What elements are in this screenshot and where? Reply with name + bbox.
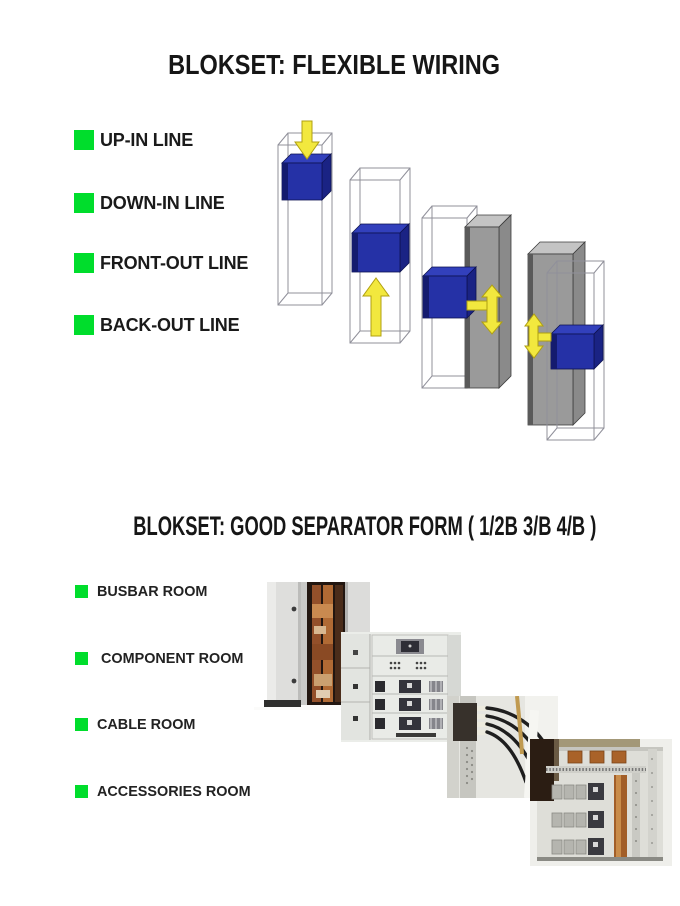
legend-label: COMPONENT ROOM <box>101 649 244 667</box>
legend-item-down-in-line: DOWN-IN LINE <box>74 193 225 213</box>
flexible-wiring-diagram <box>277 120 605 441</box>
legend-label: UP-IN LINE <box>100 129 194 150</box>
green-square-icon <box>75 651 88 665</box>
green-square-icon <box>74 130 94 150</box>
accessories-room-photo <box>530 739 672 866</box>
green-square-icon <box>74 193 94 213</box>
legend-item-up-in-line: UP-IN LINE <box>74 130 193 150</box>
legend-item-cable-room: CABLE ROOM <box>75 715 200 733</box>
green-square-icon <box>75 717 88 731</box>
flexible-wiring-title: BLOKSET: FLEXIBLE WIRING <box>168 49 501 80</box>
good-separator-title: BLOKSET: GOOD SEPARATOR FORM ( 1/2B 3/B … <box>133 511 597 541</box>
up-in-line-cabinet <box>277 120 333 306</box>
legend-label: BUSBAR ROOM <box>97 582 208 600</box>
legend-item-front-out-line: FRONT-OUT LINE <box>74 253 248 273</box>
legend-item-back-out-line: BACK-OUT LINE <box>74 314 240 335</box>
down-in-line-cabinet <box>349 167 411 344</box>
legend-label: ACCESSORIES ROOM <box>97 782 251 800</box>
up-arrow-icon <box>362 277 390 337</box>
cable-room-photo <box>447 696 558 798</box>
blue-cube <box>281 153 332 201</box>
back-out-line-cabinet <box>524 241 605 441</box>
double-arrow-icon <box>480 284 504 335</box>
blue-cube <box>351 223 410 273</box>
legend-item-component-room: COMPONENT ROOM <box>75 649 249 667</box>
legend-label: DOWN-IN LINE <box>100 192 225 213</box>
green-square-icon <box>75 784 88 798</box>
legend-label: FRONT-OUT LINE <box>100 252 249 273</box>
legend-item-accessories-room: ACCESSORIES ROOM <box>75 782 257 800</box>
arrow-stem <box>537 332 552 342</box>
down-arrow-icon <box>294 120 320 160</box>
component-room-photo <box>341 632 461 742</box>
double-arrow-icon <box>524 313 544 359</box>
arrow-stem <box>466 300 488 311</box>
green-square-icon <box>74 315 94 335</box>
legend-item-busbar-room: BUSBAR ROOM <box>75 582 212 600</box>
busbar-room-photo <box>254 582 370 710</box>
blue-cube <box>550 324 604 370</box>
legend-label: BACK-OUT LINE <box>100 314 240 335</box>
front-out-line-cabinet <box>421 205 512 389</box>
green-square-icon <box>74 253 94 273</box>
green-square-icon <box>75 584 88 598</box>
legend-label: CABLE ROOM <box>97 715 196 733</box>
